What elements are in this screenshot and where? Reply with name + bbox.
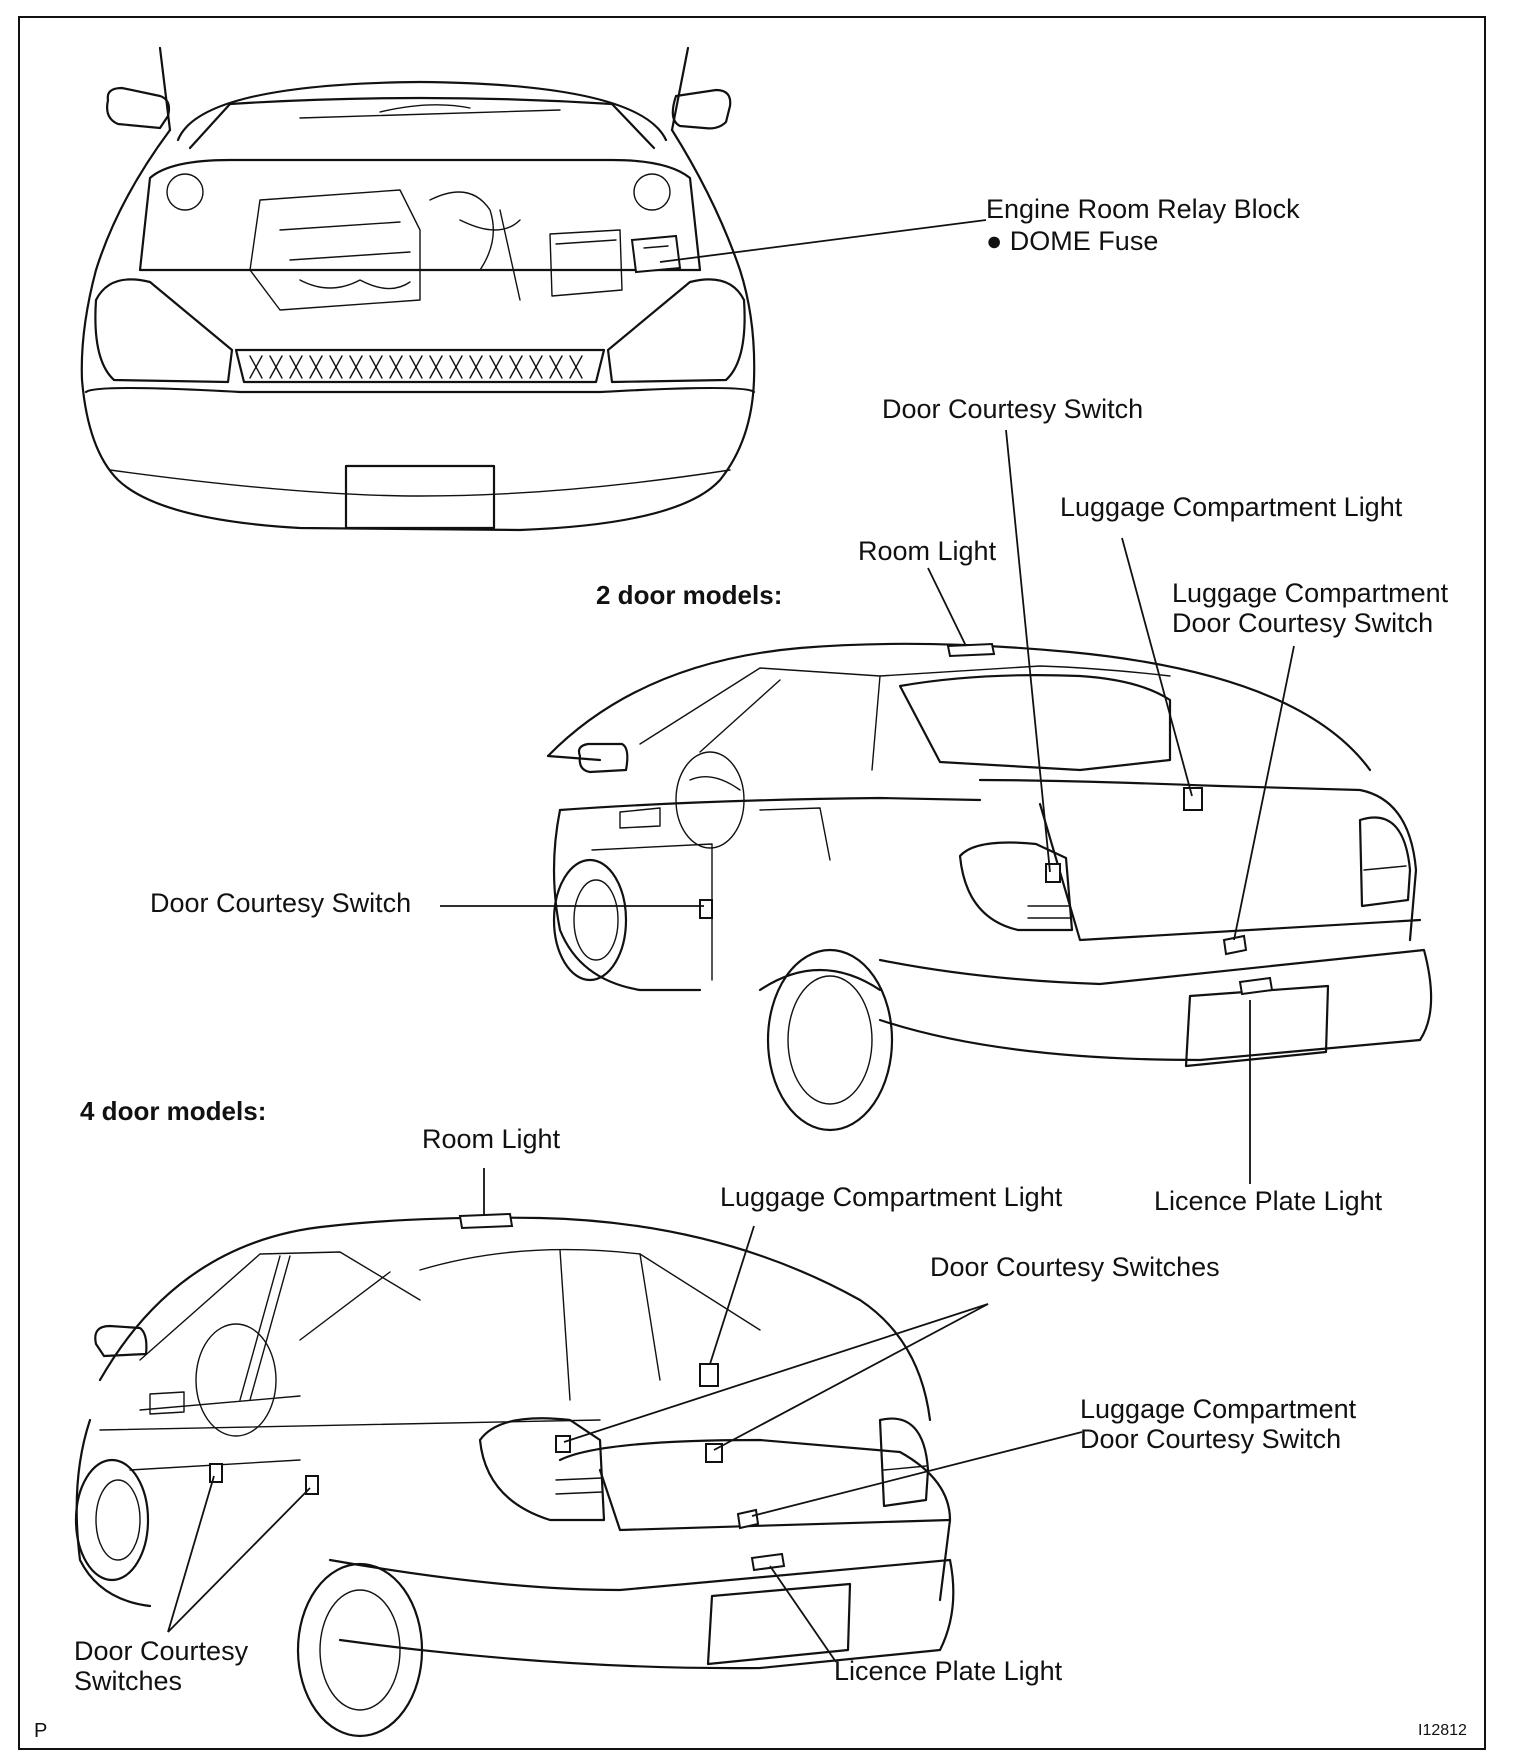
four-door-left-switches-label-2: Switches [74, 1666, 183, 1696]
leader-lines [167, 219, 1295, 1663]
four-door-car-illustration [74, 1212, 955, 1738]
two-door-left-door-courtesy-switch-label: Door Courtesy Switch [150, 888, 412, 918]
two-door-luggage-door-switch-label-2: Door Courtesy Switch [1172, 608, 1434, 638]
figure-code: I12812 [1418, 1722, 1467, 1739]
front-car-illustration [80, 46, 756, 532]
four-door-left-switches-label-1: Door Courtesy [74, 1636, 249, 1666]
four-door-door-courtesy-switches-label: Door Courtesy Switches [930, 1252, 1220, 1282]
four-door-section-heading: 4 door models: [80, 1096, 267, 1126]
four-door-luggage-light-label: Luggage Compartment Light [720, 1182, 1063, 1212]
two-door-section-heading: 2 door models: [596, 580, 783, 610]
dome-fuse-label: ● DOME Fuse [986, 226, 1159, 256]
two-door-door-courtesy-switch-label: Door Courtesy Switch [882, 394, 1144, 424]
two-door-licence-plate-light-label: Licence Plate Light [1154, 1186, 1383, 1216]
page-marker: P [34, 1720, 48, 1742]
diagram-frame [18, 16, 1486, 1750]
four-door-room-light-label: Room Light [422, 1124, 561, 1154]
four-door-luggage-door-switch-label-2: Door Courtesy Switch [1080, 1424, 1342, 1454]
two-door-luggage-light-label: Luggage Compartment Light [1060, 492, 1403, 522]
two-door-luggage-door-switch-label-1: Luggage Compartment [1172, 578, 1449, 608]
four-door-luggage-door-switch-label-1: Luggage Compartment [1080, 1394, 1357, 1424]
two-door-room-light-label: Room Light [858, 536, 997, 566]
two-door-car-illustration [546, 642, 1433, 1132]
four-door-licence-plate-light-label: Licence Plate Light [834, 1656, 1063, 1686]
engine-relay-block-label: Engine Room Relay Block [986, 194, 1300, 224]
